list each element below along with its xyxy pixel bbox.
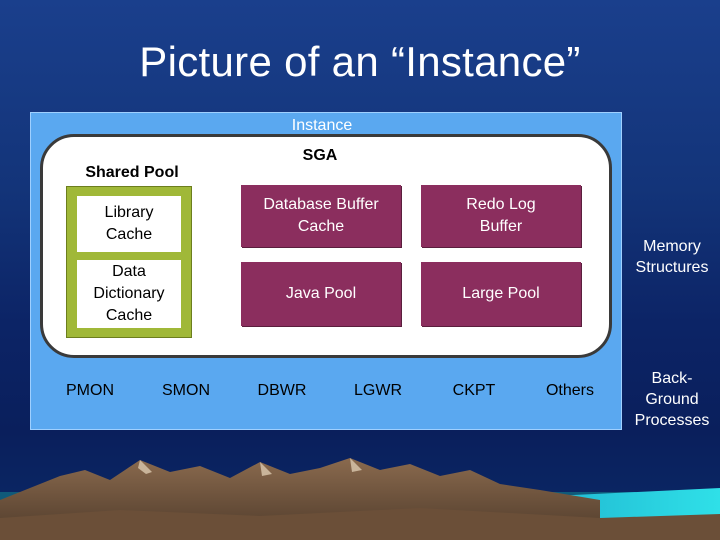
- process-pmon: PMON: [66, 382, 114, 399]
- redo-log-buffer-box: Redo Log Buffer: [421, 185, 581, 247]
- process-ckpt: CKPT: [452, 382, 496, 399]
- background-processes-label: Back- Ground Processes: [626, 368, 718, 431]
- redo-log-buffer-line-1: Redo Log: [466, 196, 536, 213]
- memory-structures-line-2: Structures: [635, 259, 709, 276]
- instance-label: Instance: [291, 117, 353, 134]
- library-cache-line-2: Cache: [105, 226, 153, 243]
- data-dictionary-cache-line-2: Dictionary: [93, 285, 165, 302]
- large-pool-label: Large Pool: [462, 285, 540, 302]
- memory-structures-line-1: Memory: [643, 238, 701, 255]
- redo-log-buffer-line-2: Buffer: [479, 218, 523, 235]
- large-pool-box: Large Pool: [421, 262, 581, 326]
- background-processes-line-1: Back-: [651, 370, 693, 387]
- data-dictionary-cache-box: Data Dictionary Cache: [77, 260, 181, 328]
- memory-structures-label: Memory Structures: [628, 236, 716, 278]
- shared-pool-tab: [66, 155, 196, 190]
- mountain-landscape: [0, 458, 720, 540]
- database-buffer-cache-box: Database Buffer Cache: [241, 185, 401, 247]
- database-buffer-cache-line-2: Cache: [297, 218, 345, 235]
- background-processes-line-2: Ground: [645, 391, 699, 408]
- background-processes-line-3: Processes: [634, 412, 710, 429]
- data-dictionary-cache-line-1: Data: [112, 263, 146, 280]
- process-lgwr: LGWR: [354, 382, 402, 399]
- process-dbwr: DBWR: [257, 382, 307, 399]
- java-pool-box: Java Pool: [241, 262, 401, 326]
- database-buffer-cache-line-1: Database Buffer: [263, 196, 379, 213]
- data-dictionary-cache-line-3: Cache: [105, 307, 153, 324]
- library-cache-line-1: Library: [104, 204, 154, 221]
- java-pool-label: Java Pool: [285, 285, 357, 302]
- foothills: [0, 508, 720, 540]
- process-smon: SMON: [162, 382, 210, 399]
- slide-title: Picture of an “Instance”: [139, 38, 581, 85]
- sga-label: SGA: [302, 147, 338, 164]
- library-cache-box: Library Cache: [77, 196, 181, 252]
- process-others: Others: [545, 382, 594, 399]
- shared-pool-label: Shared Pool: [85, 164, 179, 181]
